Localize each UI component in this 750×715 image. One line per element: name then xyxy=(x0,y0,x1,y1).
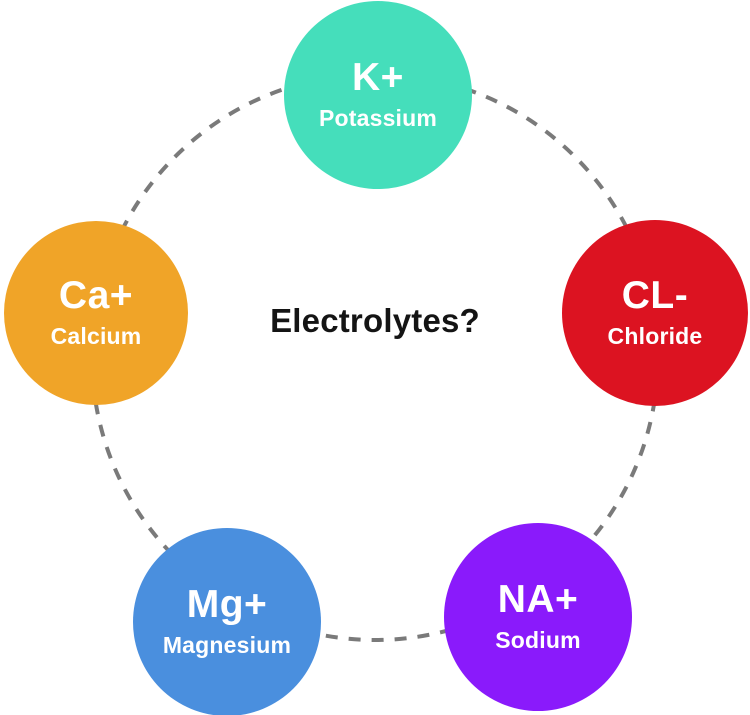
node-symbol: CL- xyxy=(621,274,689,318)
node-sodium[interactable]: NA+ Sodium xyxy=(444,523,632,711)
node-name: Sodium xyxy=(495,627,581,654)
node-chloride[interactable]: CL- Chloride xyxy=(562,220,748,406)
node-magnesium[interactable]: Mg+ Magnesium xyxy=(133,528,321,715)
node-symbol: Mg+ xyxy=(186,583,268,627)
node-calcium[interactable]: Ca+ Calcium xyxy=(4,221,188,405)
node-name: Calcium xyxy=(50,323,142,350)
node-symbol: K+ xyxy=(352,56,404,100)
center-question-label: Electrolytes? xyxy=(270,302,480,339)
node-potassium[interactable]: K+ Potassium xyxy=(284,1,472,189)
node-symbol: NA+ xyxy=(497,578,579,622)
node-symbol: Ca+ xyxy=(58,274,134,318)
node-name: Magnesium xyxy=(162,632,292,659)
node-name: Chloride xyxy=(607,323,703,350)
node-name: Potassium xyxy=(318,105,438,132)
